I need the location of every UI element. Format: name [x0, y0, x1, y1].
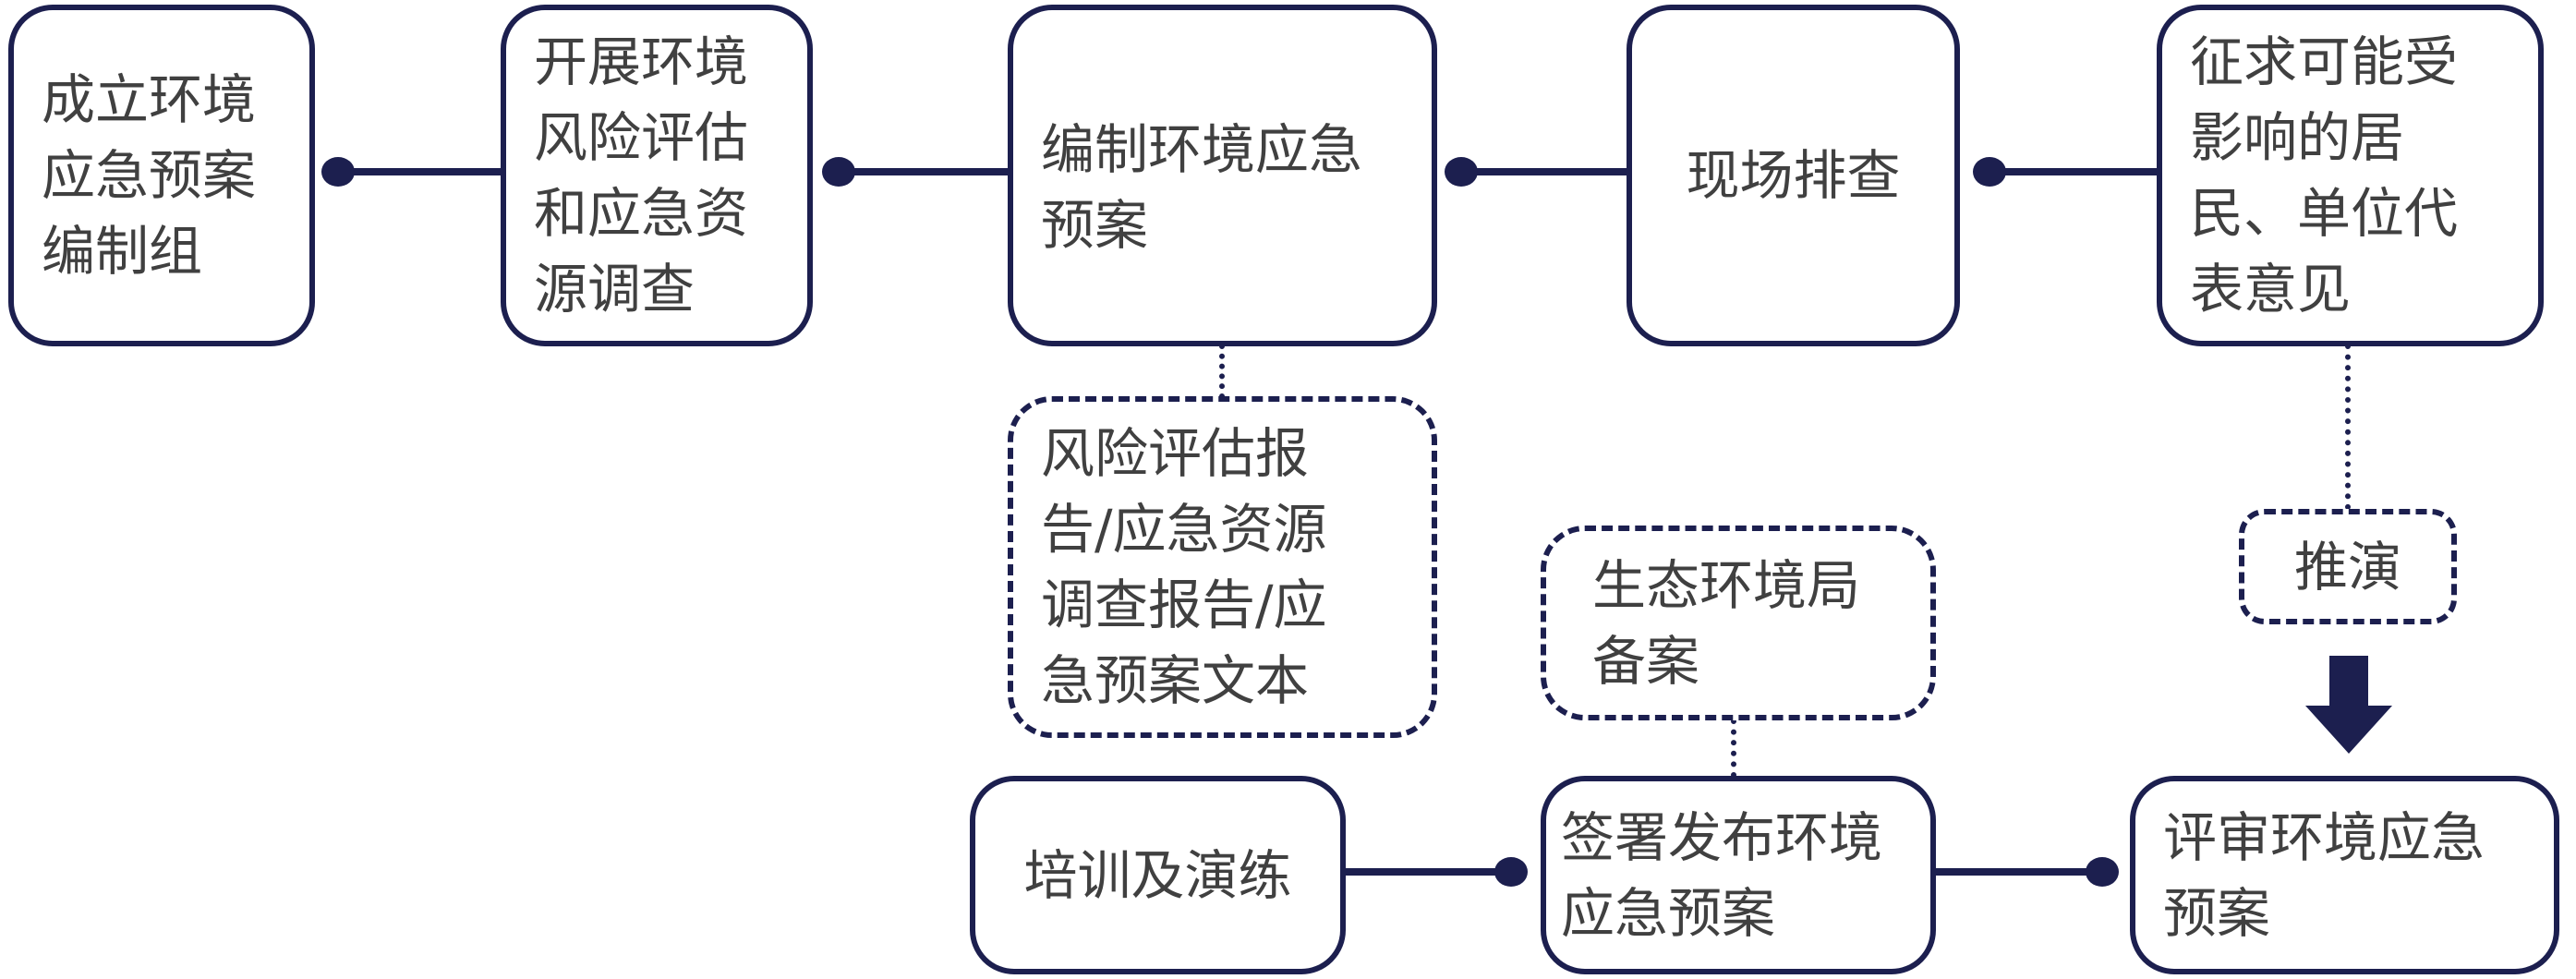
step-risk-assessment: 开展环境风险评估和应急资源调查	[501, 5, 813, 346]
step-label: 培训及演练	[1023, 843, 1292, 907]
step-label: 征求可能受影响的居民、单位代表意见	[2190, 30, 2459, 320]
connector-3-4	[1459, 168, 1630, 175]
note-label: 风险评估报告/应急资源调查报告/应急预案文本	[1041, 422, 1327, 712]
step-form-team: 成立环境应急预案编制组	[8, 5, 315, 346]
step-label: 签署发布环境应急预案	[1561, 805, 1883, 945]
connector-dot	[1445, 157, 1478, 187]
step-label: 现场排查	[1686, 144, 1901, 207]
connector-dot	[321, 157, 355, 187]
note-filing: 生态环境局备案	[1541, 526, 1936, 720]
step-review-plan: 评审环境应急预案	[2130, 776, 2559, 974]
step-label: 编制环境应急预案	[1041, 118, 1363, 257]
connector-dot	[2086, 857, 2119, 887]
step-solicit-opinions: 征求可能受影响的居民、单位代表意见	[2157, 5, 2544, 346]
down-arrow-icon	[2305, 656, 2392, 754]
connector-dot	[822, 157, 855, 187]
step-draft-plan: 编制环境应急预案	[1008, 5, 1437, 346]
step-label: 评审环境应急预案	[2163, 805, 2485, 945]
step-site-inspection: 现场排查	[1627, 5, 1960, 346]
step-label: 成立环境应急预案编制组	[42, 68, 257, 283]
dotted-link-drill	[2345, 344, 2351, 510]
step-training: 培训及演练	[970, 776, 1346, 974]
dotted-link-filing	[1731, 719, 1736, 778]
connector-dot	[1973, 157, 2006, 187]
note-reports: 风险评估报告/应急资源调查报告/应急预案文本	[1008, 396, 1437, 738]
connector-6-7	[1934, 868, 2100, 876]
step-sign-publish: 签署发布环境应急预案	[1541, 776, 1936, 974]
note-drill: 推演	[2239, 509, 2457, 624]
connector-dot	[1494, 857, 1528, 887]
connector-1-2	[337, 168, 503, 175]
connector-4-5	[1988, 168, 2159, 175]
note-label: 生态环境局备案	[1592, 553, 1861, 693]
note-label: 推演	[2293, 535, 2401, 598]
connector-2-3	[836, 168, 1011, 175]
step-label: 开展环境风险评估和应急资源调查	[534, 30, 749, 320]
connector-7-8	[1344, 868, 1510, 876]
dotted-link-reports	[1219, 344, 1225, 399]
